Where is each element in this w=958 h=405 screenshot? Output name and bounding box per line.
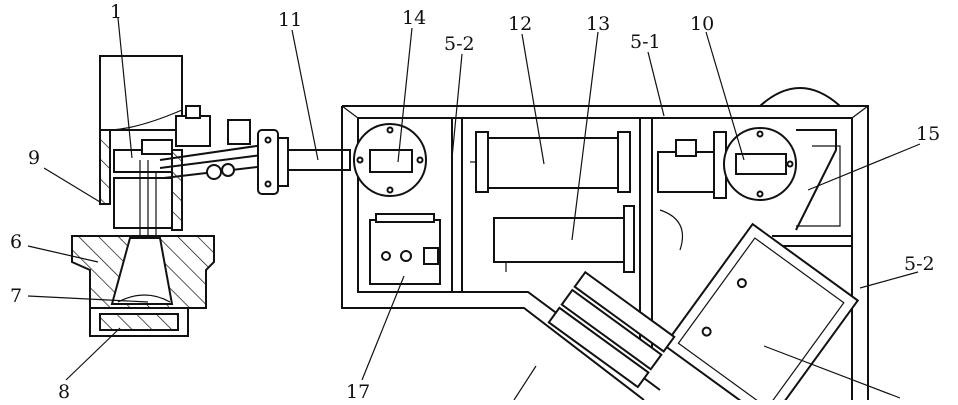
valve-cap	[185, 105, 201, 119]
leader-5-1	[647, 51, 665, 117]
flange-bolt	[386, 126, 394, 134]
tilted-housing	[663, 222, 860, 405]
label-6: 6	[10, 231, 22, 253]
leader-11	[291, 29, 319, 161]
tilted-tube	[547, 306, 650, 389]
hopper	[795, 129, 837, 231]
label-11: 11	[278, 9, 302, 31]
label-5-2-right: 5-2	[904, 253, 935, 275]
connecting-tube	[287, 149, 351, 171]
pipe-curve	[659, 209, 684, 251]
housing-curve	[111, 109, 183, 131]
leader-5-2-right	[859, 271, 919, 289]
solenoid-valve	[175, 115, 211, 147]
leader-offscreen	[763, 345, 901, 399]
corner-miter	[851, 105, 869, 119]
nozzle-tubes	[139, 160, 157, 238]
flange-bolt	[386, 186, 394, 194]
valve-small	[227, 119, 251, 145]
tilted-tube	[573, 270, 676, 353]
heating-tube	[487, 137, 619, 189]
flange-bolt	[416, 156, 424, 164]
control-knob	[400, 250, 412, 262]
label-5-2-top: 5-2	[444, 33, 475, 55]
label-14: 14	[402, 7, 426, 29]
flange-bolt	[356, 156, 364, 164]
label-13: 13	[586, 13, 610, 35]
control-knob	[381, 251, 391, 261]
leader-17	[361, 275, 405, 381]
motor-dome	[759, 87, 841, 107]
left-assembly	[71, 55, 289, 337]
tube-flange-right	[617, 131, 631, 193]
hopper-inner	[796, 145, 841, 227]
partition-left	[451, 117, 463, 293]
tilted-housing-inner	[677, 237, 845, 405]
lower-tube-flange	[623, 205, 635, 273]
right-pipe-body	[657, 151, 715, 193]
tilted-tube	[560, 288, 663, 371]
leader-7	[27, 295, 149, 303]
tube-flange-left	[475, 131, 489, 193]
upper-housing	[99, 55, 183, 131]
control-box-lid	[375, 213, 435, 223]
tilted-tubes	[547, 270, 676, 389]
lower-tube	[493, 217, 625, 263]
leader-1	[117, 17, 133, 159]
shelf-right	[772, 235, 852, 247]
leader-14	[397, 27, 413, 163]
label-1: 1	[110, 1, 122, 23]
label-9: 9	[28, 147, 40, 169]
pipe-roller-b	[221, 163, 235, 177]
tilted-knob	[701, 326, 712, 337]
tilted-knob	[736, 278, 747, 289]
viewport-window	[369, 149, 413, 173]
leader-13	[571, 31, 599, 241]
leader-6	[27, 245, 99, 263]
side-wall	[99, 129, 111, 205]
label-12: 12	[508, 13, 532, 35]
flange-bolt	[264, 136, 272, 144]
label-8: 8	[58, 381, 70, 400]
leader-9	[43, 167, 101, 203]
outer-wall-bottom	[341, 106, 645, 401]
pipe-fitting	[675, 139, 697, 157]
flange-bolt	[786, 160, 794, 168]
spray-cone	[110, 237, 174, 305]
flange-bolt	[756, 190, 764, 198]
leader-offscreen	[513, 365, 537, 401]
pipe-roller-a	[206, 164, 222, 180]
leader-5-2-top	[451, 53, 463, 159]
inner-block-bottom	[113, 177, 173, 229]
main-chamber	[341, 87, 869, 405]
flange-bolt	[756, 130, 764, 138]
leader-8	[65, 327, 121, 381]
tilted-unit	[663, 222, 860, 405]
right-wall	[171, 149, 183, 231]
label-7: 7	[10, 285, 22, 307]
leader-15	[807, 143, 921, 191]
control-switch	[423, 247, 439, 265]
leader-12	[521, 33, 545, 165]
label-5-1: 5-1	[630, 31, 661, 53]
flange-collar	[277, 137, 289, 187]
label-10: 10	[690, 13, 714, 35]
tray-substrate	[99, 313, 179, 331]
corner-miter	[341, 105, 359, 119]
valve-seat	[141, 139, 173, 155]
label-17: 17	[346, 381, 370, 400]
leader-lines	[27, 17, 921, 401]
label-15: 15	[916, 123, 940, 145]
leader-10	[705, 31, 745, 161]
flange-bolt	[264, 180, 272, 188]
powder-pile	[117, 294, 171, 303]
right-viewport-window	[735, 153, 787, 175]
part-labels: 1 11 14 5-2 12 13 5-1 10 15 9 6 7 8 17 5…	[10, 1, 940, 403]
